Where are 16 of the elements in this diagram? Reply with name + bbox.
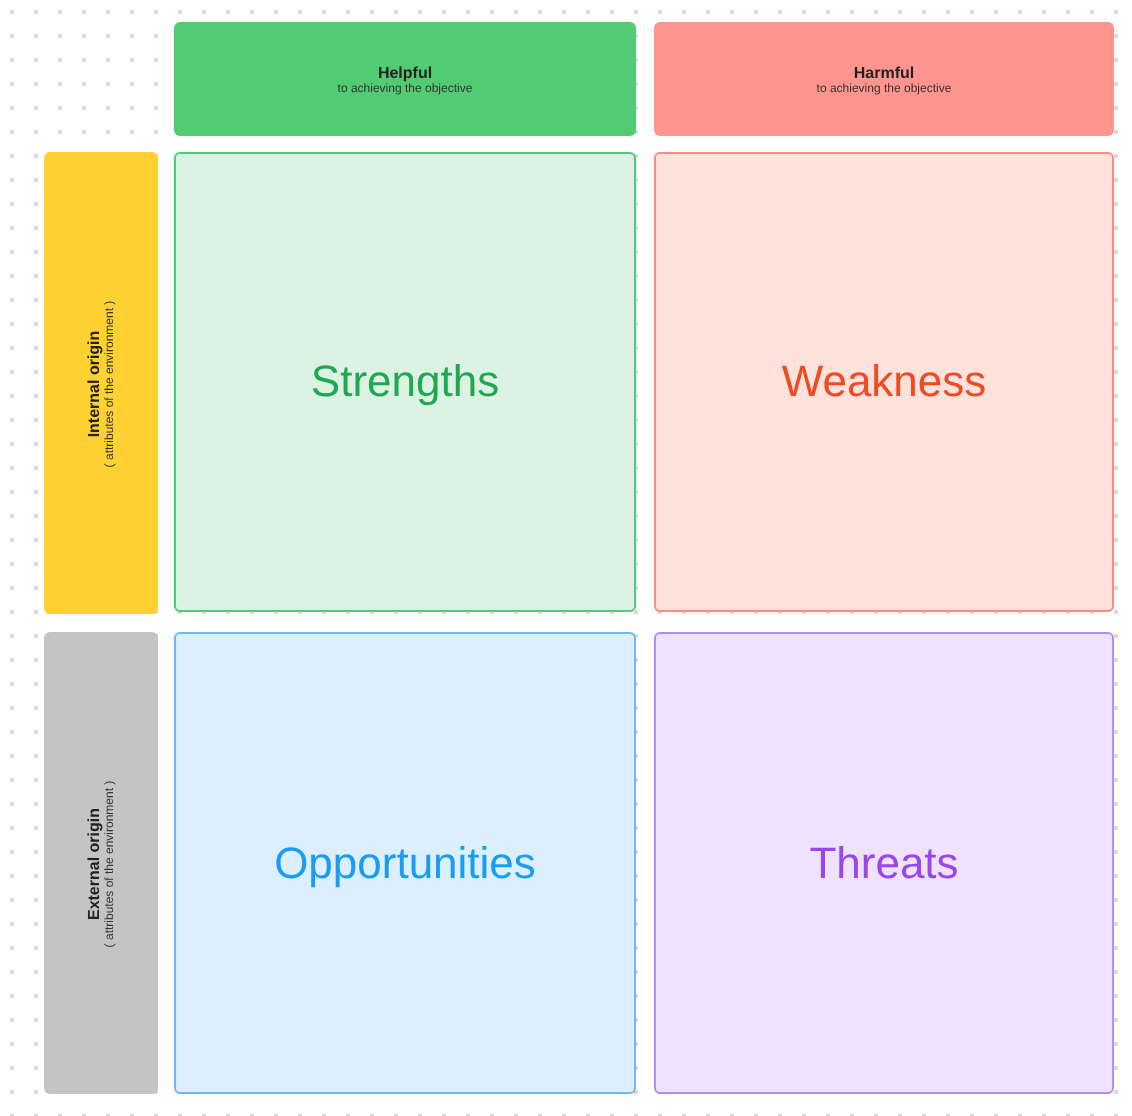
quadrant-title: Strengths <box>310 356 500 408</box>
header-title: Harmful <box>853 63 915 81</box>
quadrant-panel <box>654 632 1114 1094</box>
header-title: Internal origin <box>85 329 103 437</box>
row-header-band <box>44 632 158 1094</box>
column-header-band <box>654 22 1114 136</box>
quadrant-panel <box>174 632 636 1094</box>
quadrant-title: Threats <box>809 837 959 889</box>
column-header-band <box>174 22 636 136</box>
quadrant-panel <box>174 152 636 612</box>
header-title: External origin <box>85 807 103 920</box>
row-header-band <box>44 152 158 614</box>
header-title: Helpful <box>377 63 433 81</box>
quadrant-panel <box>654 152 1114 612</box>
quadrant-title: Opportunities <box>274 837 536 889</box>
quadrant-title: Weakness <box>781 356 987 408</box>
